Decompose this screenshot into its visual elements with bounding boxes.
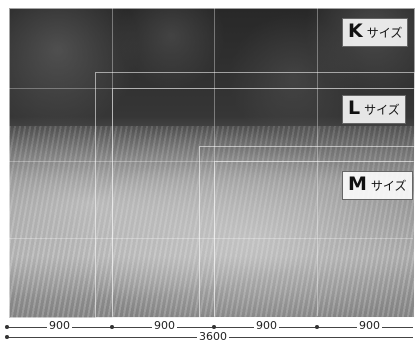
size-letter: K <box>348 20 363 42</box>
size-letter: M <box>348 173 367 195</box>
m-size-label: M サイズ <box>342 171 413 200</box>
grid-line <box>317 8 318 316</box>
tick-dot <box>315 325 319 329</box>
segment-label: 900 <box>152 319 177 332</box>
size-letter: L <box>348 97 361 119</box>
segment-label: 900 <box>47 319 72 332</box>
k-size-label: K サイズ <box>342 18 409 47</box>
m-size-frame <box>214 161 415 318</box>
tick-dot <box>110 325 114 329</box>
l-size-label: L サイズ <box>342 95 406 124</box>
segment-line <box>6 327 413 328</box>
size-suffix: サイズ <box>364 103 400 117</box>
size-suffix: サイズ <box>366 26 403 40</box>
segment-label: 900 <box>254 319 279 332</box>
grass-area <box>9 125 415 318</box>
tick-dot <box>5 325 9 329</box>
tick-dot <box>212 325 216 329</box>
grass-photo <box>9 8 415 318</box>
total-label: 3600 <box>197 330 229 343</box>
grid-line <box>112 8 113 316</box>
size-suffix: サイズ <box>370 179 407 193</box>
m-size-frame-outer <box>199 146 415 318</box>
grid-line <box>9 238 413 239</box>
tick-dot <box>5 335 9 339</box>
grid-line <box>9 88 413 89</box>
grid-line <box>9 161 413 162</box>
dimension-ruler: 900 900 900 900 3600 <box>0 318 417 343</box>
segment-label: 900 <box>357 319 382 332</box>
grid-line <box>214 8 215 316</box>
